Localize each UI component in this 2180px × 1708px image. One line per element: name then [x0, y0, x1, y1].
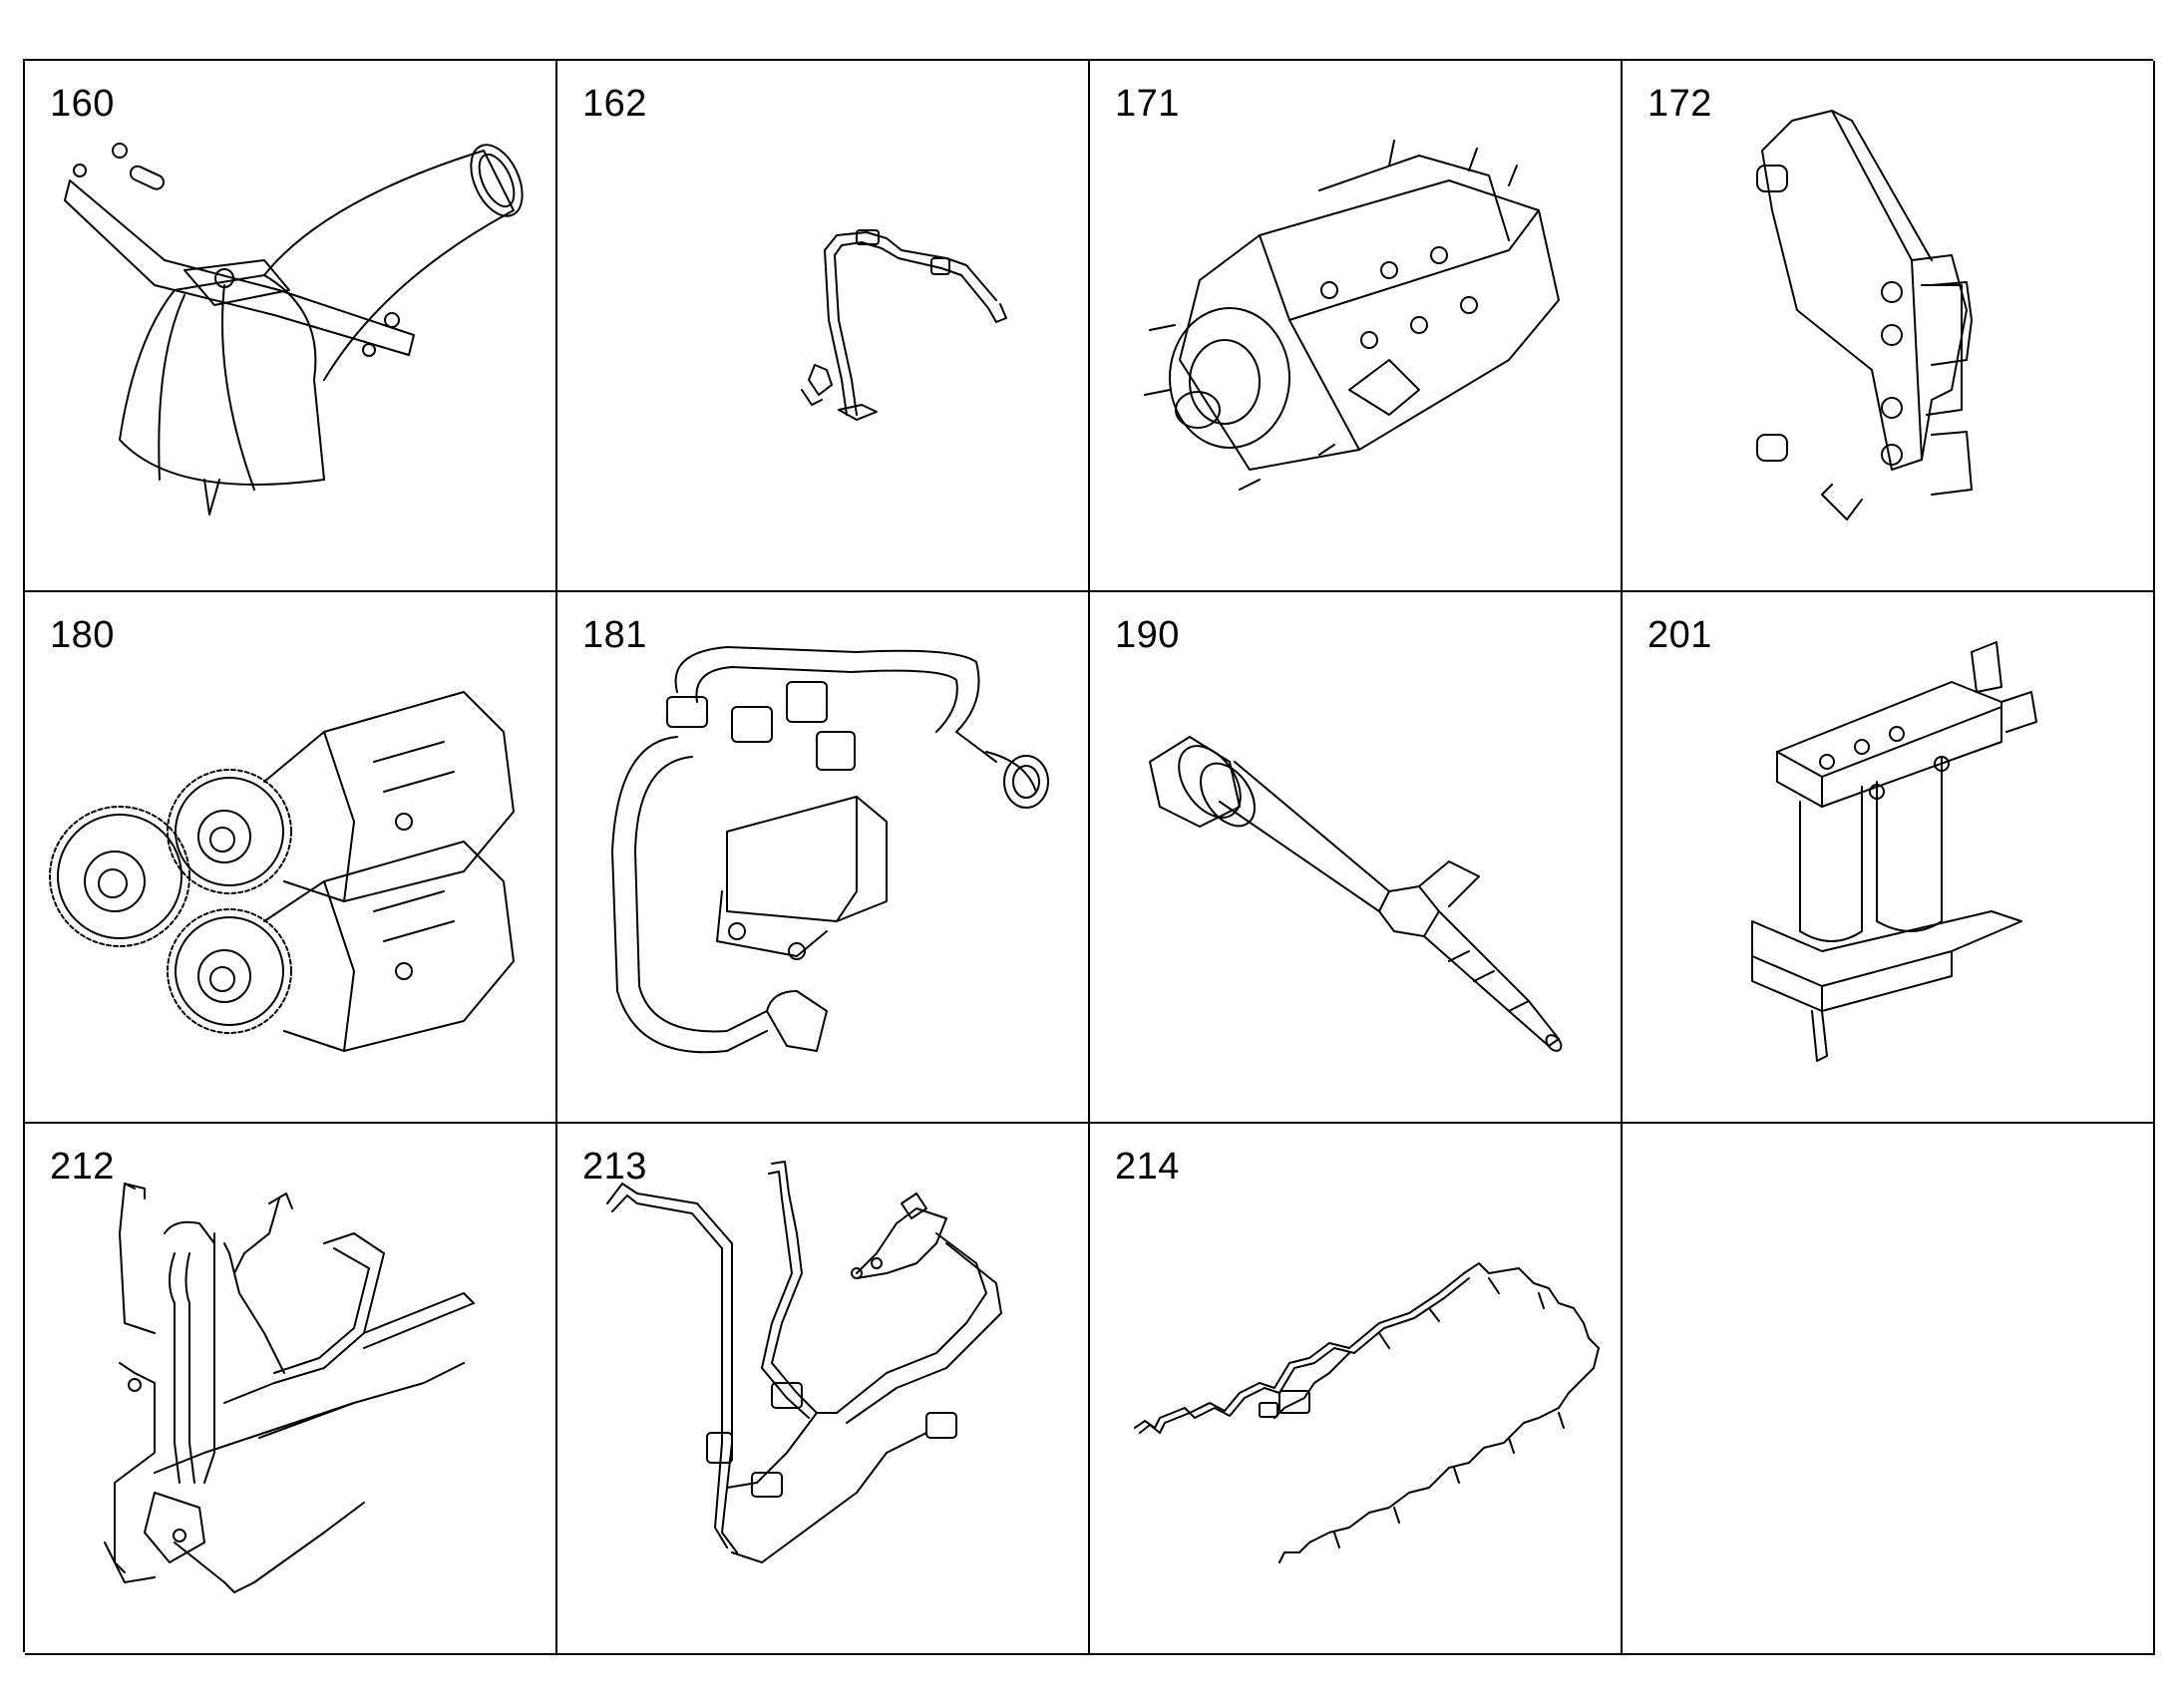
part-cell-212[interactable]: 212 — [25, 1124, 557, 1655]
twin-fuel-filter-icon — [1623, 592, 2155, 1124]
part-cell-181[interactable]: 181 — [557, 592, 1090, 1124]
part-number: 201 — [1647, 614, 1712, 656]
fuel-injection-pump-icon — [1090, 61, 1623, 592]
empty-cell — [1623, 1124, 2155, 1655]
part-number: 180 — [50, 614, 115, 656]
fuel-line-with-clip-icon — [557, 61, 1090, 592]
mounting-bracket-icon — [1623, 61, 2155, 592]
part-number: 171 — [1115, 83, 1180, 125]
part-number: 190 — [1115, 614, 1180, 656]
exhaust-elbow-with-bracket-icon — [25, 61, 557, 592]
part-cell-201[interactable]: 201 — [1623, 592, 2155, 1124]
part-number: 214 — [1115, 1146, 1180, 1188]
part-number: 181 — [582, 614, 647, 656]
pipe-manifold-block-icon — [557, 592, 1090, 1124]
part-cell-180[interactable]: 180 — [25, 592, 557, 1124]
part-number: 162 — [582, 83, 647, 125]
part-cell-213[interactable]: 213 — [557, 1124, 1090, 1655]
part-cell-160[interactable]: 160 — [25, 61, 557, 592]
part-cell-214[interactable]: 214 — [1090, 1124, 1623, 1655]
wiring-harness-icon — [1090, 1124, 1623, 1655]
part-number: 172 — [1647, 83, 1712, 125]
fuel-line-assembly-icon — [557, 1124, 1090, 1655]
gear-driven-pumps-icon — [25, 592, 557, 1124]
parts-grid: 160 162 — [23, 59, 2155, 1655]
part-cell-172[interactable]: 172 — [1623, 61, 2155, 592]
part-cell-162[interactable]: 162 — [557, 61, 1090, 592]
part-number: 212 — [50, 1146, 115, 1188]
fuel-injector-icon — [1090, 592, 1623, 1124]
part-cell-190[interactable]: 190 — [1090, 592, 1623, 1124]
part-number: 160 — [50, 83, 115, 125]
part-number: 213 — [582, 1146, 647, 1188]
pipe-assembly-with-bracket-icon — [25, 1124, 557, 1655]
part-cell-171[interactable]: 171 — [1090, 61, 1623, 592]
